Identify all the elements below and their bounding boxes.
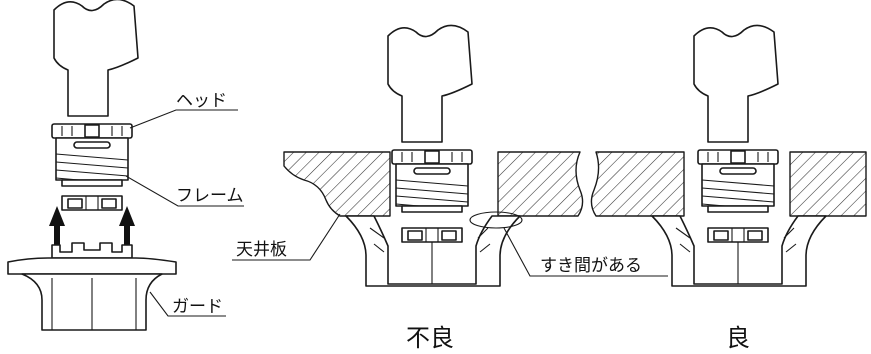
frame-label: フレーム <box>176 186 244 206</box>
ceiling-board-left <box>283 151 391 217</box>
sprinkler-head <box>51 123 133 139</box>
frame-bottom-plate <box>707 227 769 243</box>
guard <box>7 242 177 331</box>
ceiling-board-right <box>789 151 867 217</box>
guard <box>345 215 521 287</box>
frame-leader <box>125 175 244 207</box>
bad-installation: すき間がある 天井板 不良 <box>232 24 668 352</box>
good-caption: 良 <box>726 324 750 352</box>
gap-label: すき間がある <box>540 256 642 276</box>
arrow-up-icon <box>49 206 65 258</box>
sprinkler-frame <box>395 163 469 213</box>
frame-bottom-plate <box>61 195 123 211</box>
sprinkler-pipe <box>53 0 139 117</box>
bad-caption: 不良 <box>406 324 454 352</box>
good-installation: 良 <box>590 24 867 352</box>
guard <box>651 215 827 287</box>
arrow-up-icon <box>119 206 135 258</box>
exploded-assembly: ヘッド フレーム ガード <box>7 0 244 331</box>
guard-label: ガード <box>172 297 223 317</box>
ceiling-board-right <box>497 151 584 217</box>
sprinkler-pipe <box>693 24 779 143</box>
gap-leader <box>503 227 668 277</box>
ceiling-board-left <box>590 151 685 217</box>
sprinkler-frame <box>55 137 129 187</box>
ceiling-board-leader <box>232 213 341 261</box>
guard-leader <box>149 291 226 317</box>
head-label: ヘッド <box>176 91 227 111</box>
head-leader <box>129 109 238 129</box>
sprinkler-head <box>697 149 779 165</box>
sprinkler-pipe <box>387 24 473 143</box>
sprinkler-head <box>391 149 473 165</box>
gap-highlight <box>469 211 523 229</box>
sprinkler-frame <box>701 163 775 213</box>
ceiling-board-label: 天井板 <box>236 240 287 260</box>
frame-bottom-plate <box>401 227 463 243</box>
